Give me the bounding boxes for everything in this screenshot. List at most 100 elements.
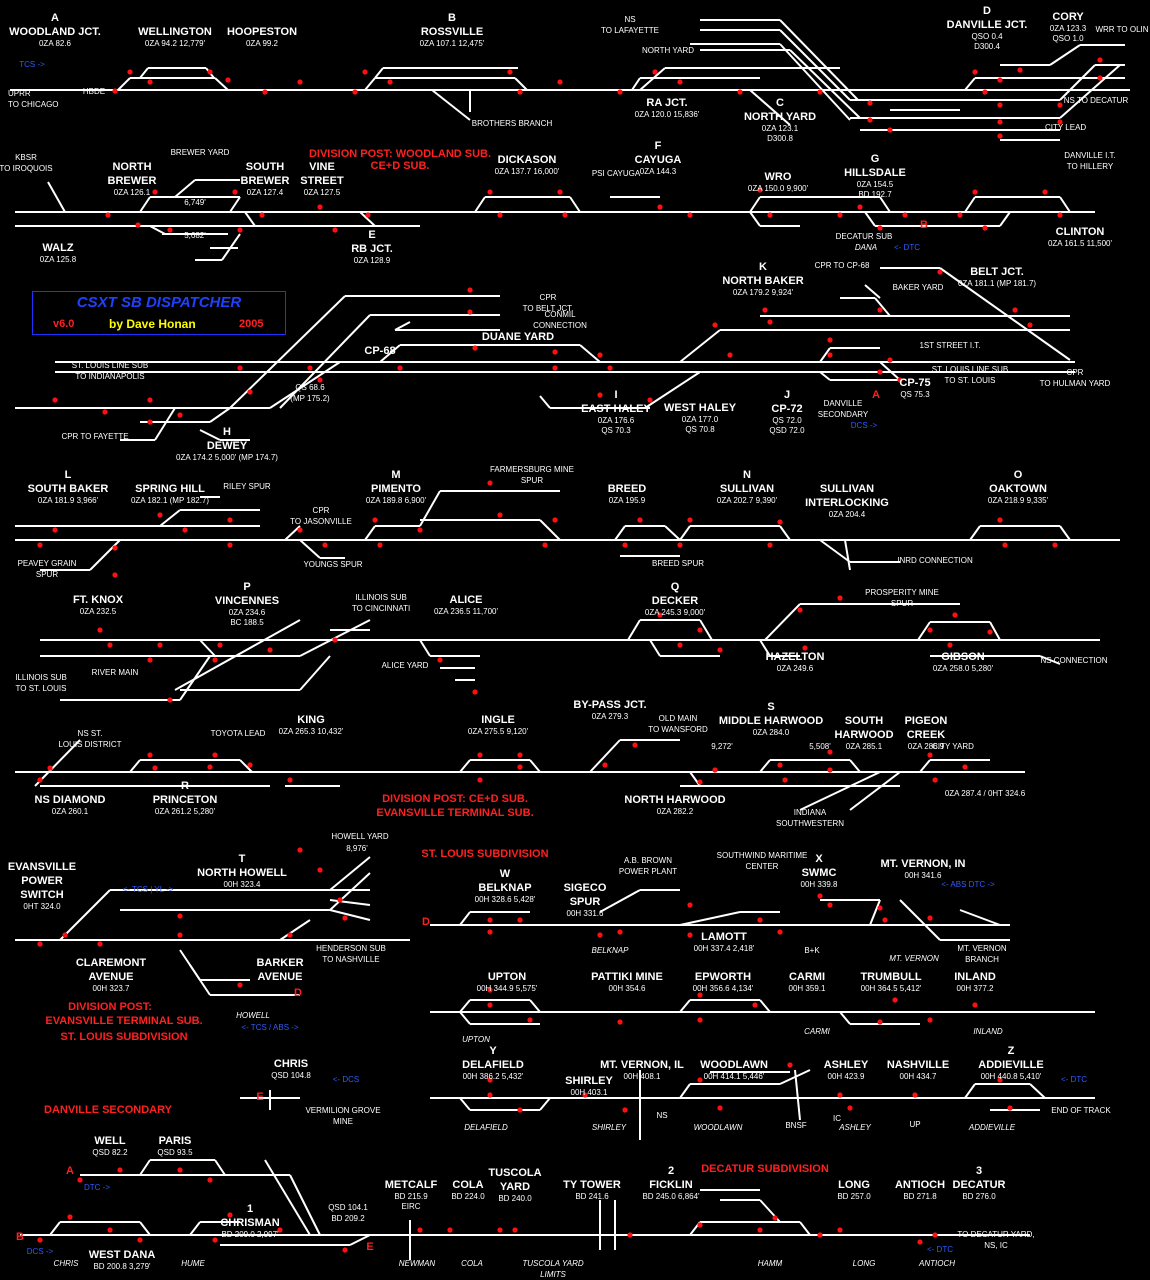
track-segment [474,196,486,213]
track-segment [649,639,661,657]
diagram-label: UPRR [8,89,31,98]
signal-dot [372,517,378,523]
track-segment [999,211,1011,227]
station-milepost: 0ZA 150.0 9,900' [748,184,809,193]
station-code: Q [671,581,680,593]
station-name: MIDDLE HARWOOD [719,715,823,727]
signal-dot [467,287,473,293]
station-milepost: 0ZA 181.1 (MP 181.7) [958,279,1036,288]
signal-dot [107,1227,113,1233]
signal-dot [757,917,763,923]
signal-dot [617,1019,623,1025]
station-name: SOUTH [845,715,884,727]
signal-dot [697,992,703,998]
signal-dot [1052,542,1058,548]
signal-dot [717,1105,723,1111]
dispatcher-title: CSXT SB DISPATCHER [76,294,242,311]
signal-dot [517,1107,523,1113]
signal-dot [597,392,603,398]
diagram-label: LONG [853,1259,876,1268]
track-segment [279,314,371,409]
track-segment [849,759,861,773]
signal-dot [777,762,783,768]
signal-dot [232,189,238,195]
division-post-label: ST. LOUIS SUBDIVISION [421,848,548,860]
signal-dot [927,915,933,921]
station-milepost: BD 209.0 2,997' [221,1230,279,1239]
station-milepost: 00H 354.6 [609,984,646,993]
station-name: WEST DANA [89,1249,156,1261]
signal-dot [767,542,773,548]
diagram-label: CPR [313,506,330,515]
track-segment [749,89,791,126]
signal-dot [487,917,493,923]
signal-dot [237,227,243,233]
station-milepost: QSO 1.0 [1052,34,1084,43]
track-segment [599,889,641,913]
station-name: CREEK [907,729,946,741]
signal-dot [737,89,743,95]
title-box: CSXT SB DISPATCHER v6.0 by Dave Honan 20… [32,291,286,335]
diagram-label: TO WANSFORD [648,725,708,734]
signal-dot [517,89,523,95]
station-milepost: 00H 403.1 [571,1088,608,1097]
station-milepost: 00H 328.6 5,428' [475,895,536,904]
diagram-label: TO BELT JCT. [523,304,574,313]
station-name: CHRISMAN [220,1217,279,1229]
station-code: G [871,153,880,165]
station-milepost: 0HT 324.0 [23,902,61,911]
track-segment [964,1083,976,1099]
signal-dot [157,512,163,518]
signal-dot [817,89,823,95]
diagram-label: 6,749' [184,198,206,207]
track-segment [539,519,561,541]
diagram-label: 8,976' [346,844,368,853]
signal-dot [957,212,963,218]
station-name: BREWER [108,175,157,187]
signal-dot [837,1227,843,1233]
track-segment [59,889,111,941]
track-segment [459,1011,471,1025]
station-milepost: 00H 423.9 [828,1072,865,1081]
station-name: SULLIVAN [720,483,774,495]
station-milepost: 00H 337.4 2,418' [694,944,755,953]
station-name: NORTH BAKER [722,275,803,287]
track-segment [359,211,376,227]
diagram-label: HUME [181,1259,205,1268]
station-milepost: 0ZA 195.9 [609,496,646,505]
division-post-label: ST. LOUIS SUBDIVISION [60,1031,187,1043]
track-segment [749,196,761,213]
station-milepost: EIRC [401,1202,420,1211]
track-segment [394,321,411,331]
diagram-label: SOUTHWESTERN [776,819,844,828]
station-name: SWMC [802,867,837,879]
signal-dot [982,89,988,95]
track-segment [459,1097,471,1111]
track-segment [529,999,541,1013]
track-segment [514,77,528,91]
diagram-label: FARMERSBURG MINE [490,465,574,474]
track-segment [129,759,141,773]
track-segment [139,196,151,213]
diagram-label: HBDE [83,87,105,96]
signal-dot [767,212,773,218]
station-name: INTERLOCKING [805,497,889,509]
station-milepost: 0ZA 261.2 5,280' [155,807,216,816]
station-name: LONG [838,1179,870,1191]
signal-dot [152,765,158,771]
signal-dot [827,749,833,755]
station-name: ASHLEY [824,1059,869,1071]
station-name: TUSCOLA [488,1167,541,1179]
diagram-label: PROSPERITY MINE [865,588,939,597]
signal-dot [887,127,893,133]
station-milepost: 00H 341.6 [905,871,942,880]
track-segment [189,1221,201,1236]
signal-dot [177,412,183,418]
track-segment [864,284,881,299]
signal-dot [112,545,118,551]
track-segment [329,909,371,921]
track-segment [89,539,121,571]
station-name: ALICE [450,594,483,606]
diagram-label: MT. VERNON [957,944,1007,953]
